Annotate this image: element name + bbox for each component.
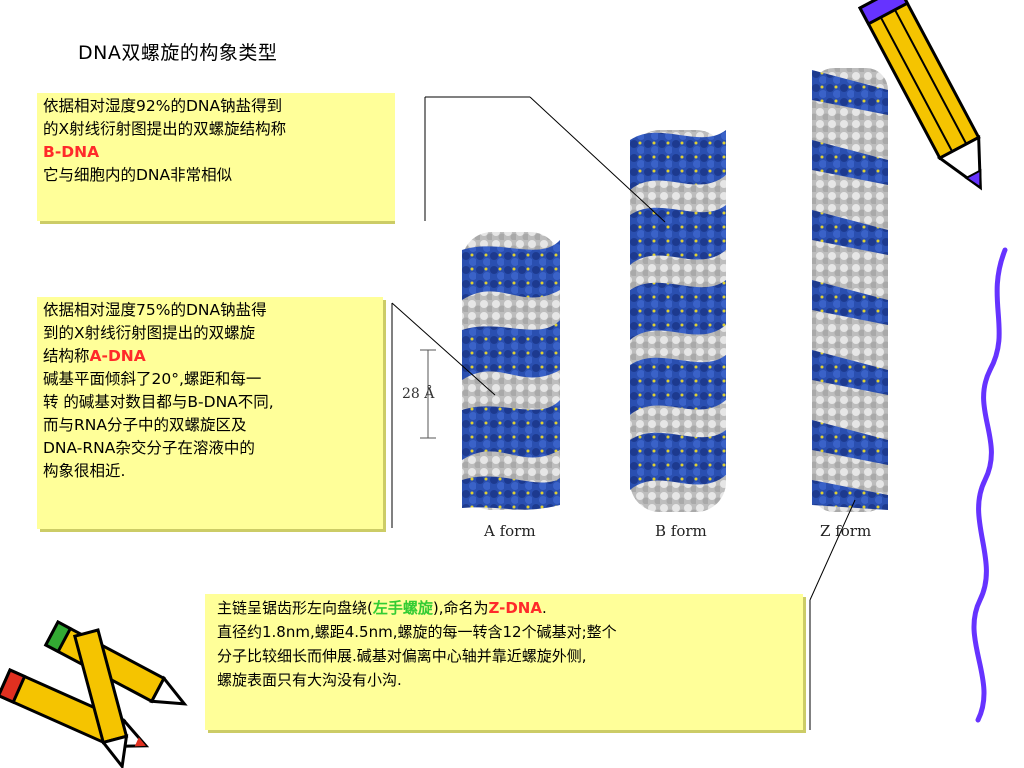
- wavy-purple-line: [971, 247, 1008, 723]
- b-form-helix: [630, 130, 726, 512]
- z-dna-line-1-prefix: 主链呈锯齿形左向盘绕(: [217, 599, 373, 617]
- b-form-label: B form: [655, 522, 707, 540]
- z-dna-line-1: 主链呈锯齿形左向盘绕(左手螺旋),命名为Z-DNA.: [217, 596, 797, 620]
- z-dna-line-1-mid: ),命名为: [432, 599, 489, 617]
- a-dna-line-2: 到的X射线衍射图提出的双螺旋: [43, 324, 256, 342]
- z-dna-note: 主链呈锯齿形左向盘绕(左手螺旋),命名为Z-DNA. 直径约1.8nm,螺距4.…: [205, 594, 803, 730]
- z-dna-name: Z-DNA: [488, 599, 542, 617]
- connector-lines: [391, 96, 856, 730]
- scale-bar: [420, 349, 436, 439]
- a-dna-line-4: 碱基平面倾斜了20°,螺距和每一: [43, 370, 262, 388]
- b-dna-note: 依据相对湿度92%的DNA钠盐得到 的X射线衍射图提出的双螺旋结构称 B-DNA…: [37, 93, 415, 221]
- b-dna-name: B-DNA: [43, 143, 100, 161]
- a-dna-note: 依据相对湿度75%的DNA钠盐得 到的X射线衍射图提出的双螺旋 结构称A-DNA…: [37, 297, 383, 529]
- z-dna-line-2: 直径约1.8nm,螺距4.5nm,螺旋的每一转含12个碱基对;整个: [217, 623, 617, 641]
- z-dna-line-3: 分子比较细长而伸展.碱基对偏离中心轴并靠近螺旋外侧,: [217, 647, 587, 665]
- a-form-helix: [462, 232, 560, 510]
- a-dna-line-1: 依据相对湿度75%的DNA钠盐得: [43, 301, 267, 319]
- z-form-helix: [812, 68, 888, 512]
- z-dna-line-1-end: .: [541, 599, 547, 617]
- a-dna-line-8: 构象很相近.: [43, 462, 126, 480]
- z-dna-line-4: 螺旋表面只有大沟没有小沟.: [217, 671, 402, 689]
- a-dna-line-5: 转 的碱基对数目都与B-DNA不同,: [43, 393, 274, 411]
- pencil-top-right-icon: [857, 0, 982, 191]
- a-dna-line-6: 而与RNA分子中的双螺旋区及: [43, 416, 247, 434]
- a-dna-line-3: 结构称A-DNA: [43, 345, 377, 368]
- slide-title: DNA双螺旋的构象类型: [78, 42, 278, 64]
- b-dna-line-2: 的X射线衍射图提出的双螺旋结构称: [43, 120, 287, 138]
- a-dna-name: A-DNA: [89, 347, 146, 365]
- b-dna-line-4: 它与细胞内的DNA非常相似: [43, 166, 233, 184]
- scale-label: 28 Å: [402, 386, 435, 402]
- z-form-label: Z form: [820, 522, 872, 540]
- a-dna-line-3-prefix: 结构称: [43, 347, 90, 365]
- a-dna-line-7: DNA-RNA杂交分子在溶液中的: [43, 439, 255, 457]
- left-handed-label: 左手螺旋: [372, 599, 433, 617]
- a-form-label: A form: [484, 522, 536, 540]
- b-dna-line-1: 依据相对湿度92%的DNA钠盐得到: [43, 97, 283, 115]
- pencils-bottom-left-icon: [0, 619, 188, 768]
